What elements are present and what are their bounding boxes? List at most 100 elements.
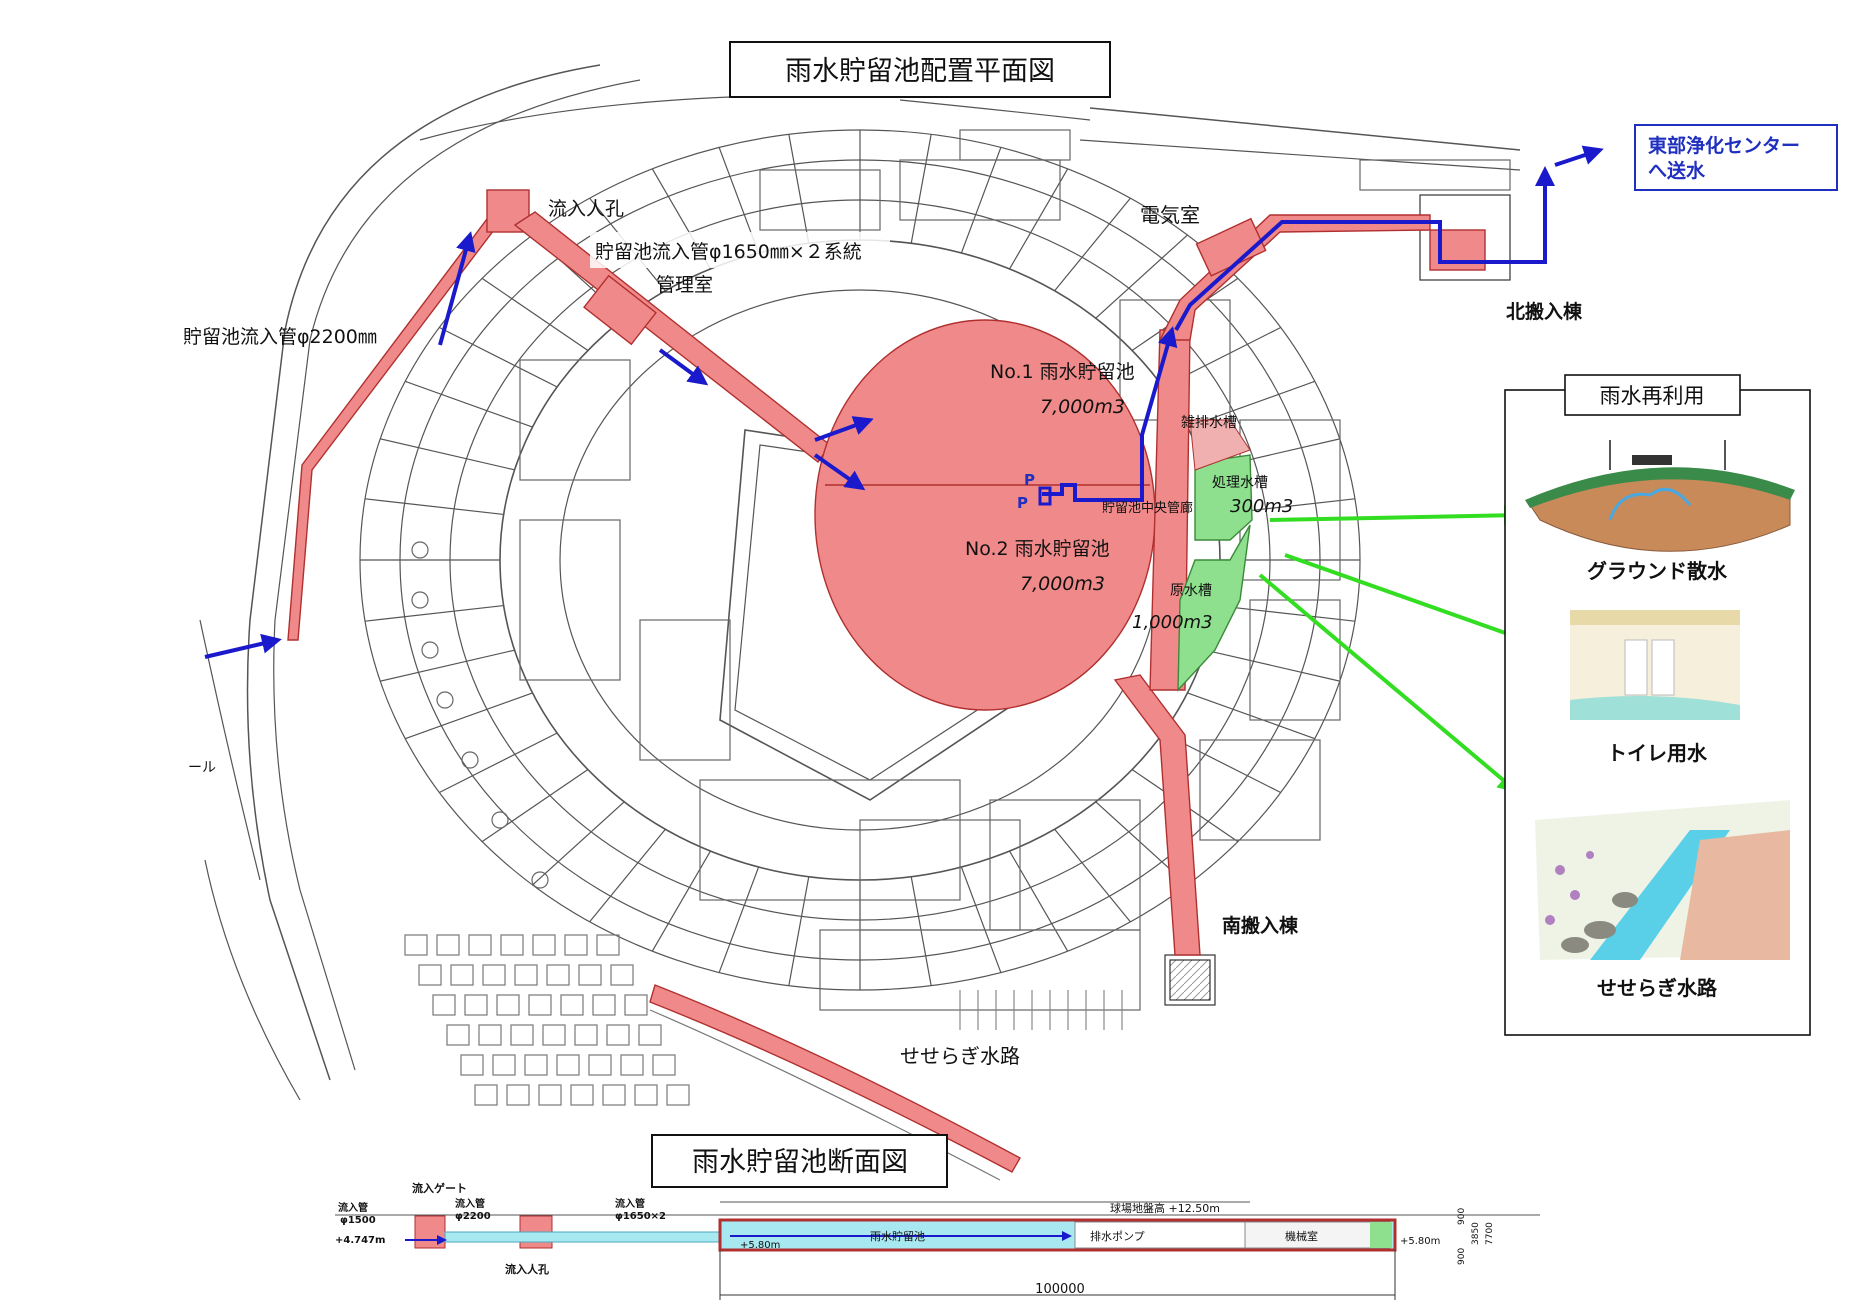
plaza-tile [464,994,488,1016]
section-pipe2200-a: 流入管 [455,1197,485,1210]
tree-circle [531,871,549,889]
stand-radial-line [718,866,760,973]
stand-radial-line [532,801,625,886]
section-title-box [651,1134,948,1188]
raw-water-tank [1177,524,1251,692]
plaza-tile [606,1024,630,1046]
label-inflow-pipe-1650: 貯留池流入管φ1650㎜×２系統 [595,241,862,263]
label-pond1-name: No.1 雨水貯留池 [990,361,1135,383]
plaza-tile [602,1084,626,1106]
label-electric-room: 電気室 [1140,203,1200,227]
section-pipe1500-b: φ1500 [340,1215,376,1226]
plaza-tile [528,994,552,1016]
ground-sprinkling-illustration [1525,440,1795,552]
seseragi-channel [649,984,1021,1173]
section-level-in: +4.747m [335,1235,385,1246]
plaza-tile [450,964,474,986]
reuse-label-toilet: トイレ用水 [1607,741,1708,765]
plan-title: 雨水貯留池配置平面図 [785,56,1055,87]
plaza-tile [404,934,428,956]
section-manhole: 流入人孔 [505,1262,549,1276]
stand-radial-line [1009,168,1069,270]
plaza-tile [478,1024,502,1046]
section-d3850: 3850 [1471,1222,1481,1245]
plaza-tile [564,934,588,956]
stand-radial-line [1095,234,1188,319]
destination-line1: 東部浄化センター [1648,134,1800,157]
stand-radial-line [380,649,515,682]
plaza-tile [596,934,620,956]
section-pipe2200-b: φ2200 [455,1211,491,1222]
stand-radial-line [1054,828,1131,923]
stand-radial-line [960,147,1002,254]
south-drain-pipe [1113,674,1201,956]
plaza-tile [620,1054,644,1076]
stand-radial-line [651,850,711,952]
plaza-tile [496,994,520,1016]
reuse-label-seseragi: せせらぎ水路 [1597,976,1718,1000]
section-length: 100000 [1035,1282,1085,1297]
stand-radial-line [960,866,1002,973]
section-lvl-b: +5.80m [1400,1236,1440,1247]
plaza-tile [538,1084,562,1106]
plaza-tile [474,1084,498,1106]
plaza-tile [468,934,492,956]
stand-radial-line [1187,692,1316,740]
plaza-tile [460,1054,484,1076]
stand-radial-line [1054,197,1131,292]
stand-radial-line [380,438,515,471]
plaza-tile [588,1054,612,1076]
plaza-tile [514,964,538,986]
plaza-tile [506,1084,530,1106]
plaza-tile [524,1054,548,1076]
stand-radial-line [365,604,504,622]
inflow-pipe-2200 [287,214,501,641]
plaza-tile [624,994,648,1016]
management-room-box [583,274,657,346]
section-d900b: 900 [1457,1248,1467,1265]
destination-line2: へ送水 [1648,159,1706,182]
plaza-tile [610,964,634,986]
stand-radial-line [404,692,533,740]
label-inflow-pipe-2200: 貯留池流入管φ2200㎜ [183,326,377,348]
plaza-tile [652,1054,676,1076]
map-labels: 流入人孔 貯留池流入管φ1650㎜×２系統 管理室 貯留池流入管φ2200㎜ 電… [183,198,1583,1070]
stand-radial-line [788,876,810,986]
plaza-tile [570,1084,594,1106]
reuse-arrows [1258,505,1529,793]
label-raw-tank: 原水槽 [1170,583,1212,599]
stand-radial-line [1216,604,1355,622]
section-machine: 機械室 [1285,1229,1318,1243]
plaza-tile [542,1024,566,1046]
label-pond1-volume: 7,000m3 [1040,396,1125,418]
label-management-room: 管理室 [656,274,713,296]
stand-radial-line [481,769,589,843]
label-south-building: 南搬入棟 [1222,914,1299,937]
stand-radial-line [1009,850,1069,952]
section-pond: 雨水貯留池 [870,1230,925,1243]
stand-radial-line [1205,649,1340,682]
plaza-tile [492,1054,516,1076]
plaza-tile [560,994,584,1016]
label-misc-tank: 雑排水槽 [1181,415,1237,431]
label-seseragi-map: せせらぎ水路 [900,1044,1020,1068]
label-inflow-manhole: 流入人孔 [548,198,624,220]
plaza-tile [574,1024,598,1046]
plaza-tile [546,964,570,986]
tree-circle [411,591,429,609]
label-treated-tank: 処理水槽 [1212,475,1268,491]
plan-title-box [729,41,1111,98]
reuse-title-box [1564,374,1741,416]
stand-radial-line [910,134,932,244]
plaza-tile [592,994,616,1016]
reuse-panel: 雨水再利用 グラウンド散水 トイレ用水 せせらぎ水路 [1504,374,1811,1036]
label-pond2-name: No.2 雨水貯留池 [965,538,1110,560]
section-pipe1650-b: φ1650×2 [615,1211,666,1222]
tree-circle [421,641,439,659]
plaza-tile [432,994,456,1016]
tree-circle [461,751,479,769]
section-ground: 球場地盤高 +12.50m [1110,1201,1220,1215]
toilet-water-illustration [1570,610,1740,720]
